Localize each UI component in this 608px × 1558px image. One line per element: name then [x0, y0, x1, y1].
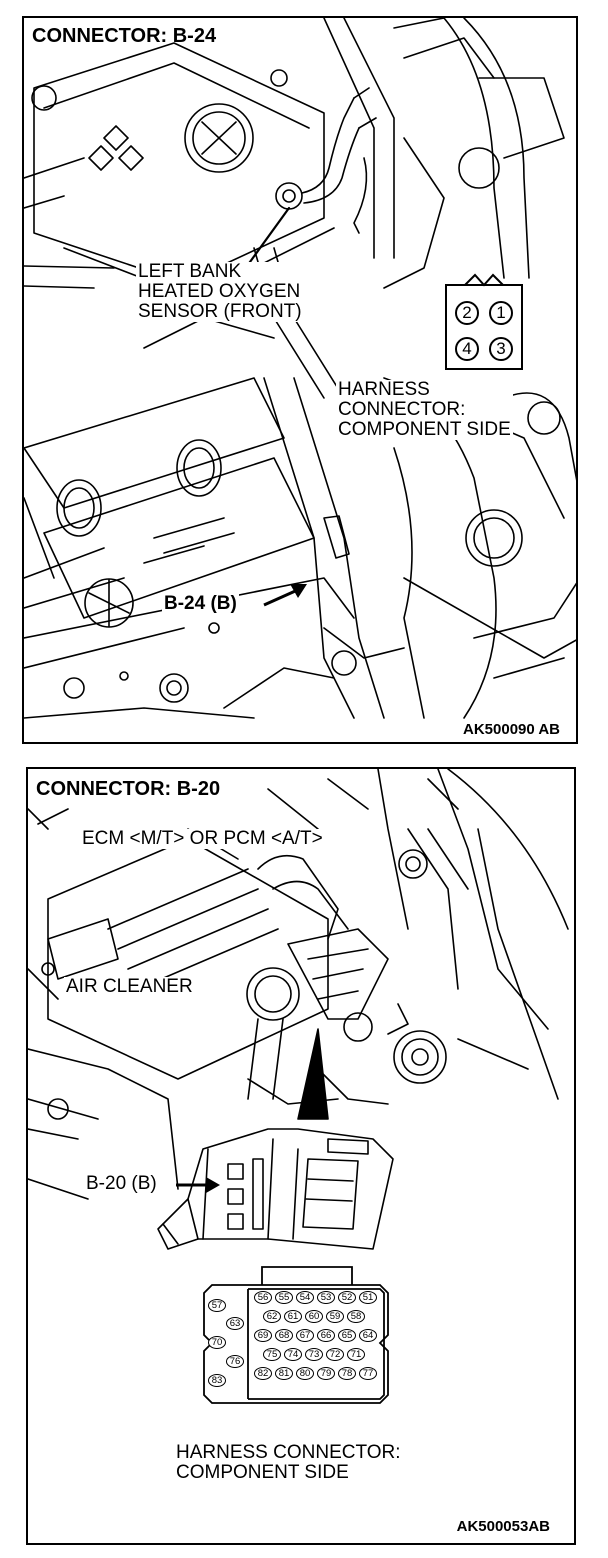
b20-pin-78: 78 [338, 1367, 356, 1380]
b20-pin-61: 61 [284, 1310, 302, 1323]
sensor-label: LEFT BANK HEATED OXYGEN SENSOR (FRONT) [136, 262, 304, 322]
harness-label-line2: CONNECTOR: [338, 398, 466, 420]
b20-pin-82: 82 [254, 1367, 272, 1380]
b20-pin-57: 57 [208, 1299, 226, 1312]
b24-pin-2: 2 [455, 301, 479, 325]
sensor-label-line2: HEATED OXYGEN [138, 280, 301, 302]
b20-pin-74: 74 [284, 1348, 302, 1361]
b20-pin-81: 81 [275, 1367, 293, 1380]
harness-label-line1: HARNESS CONNECTOR: [176, 1442, 401, 1463]
b20-pin-58: 58 [347, 1310, 365, 1323]
b20-pin-66: 66 [317, 1329, 335, 1342]
b24-pin-3: 3 [489, 337, 513, 361]
b20-callout-label: B-20 (B) [84, 1173, 159, 1194]
b24-callout-arrow-icon [24, 584, 307, 744]
panel-title-b24: CONNECTOR: B-24 [32, 25, 217, 47]
b20-pin-53: 53 [317, 1291, 335, 1304]
b20-pin-54: 54 [296, 1291, 314, 1304]
b20-pin-71: 71 [347, 1348, 365, 1361]
b24-connector-face: 2 1 4 3 [445, 273, 523, 371]
b20-connector-outline [203, 1266, 389, 1404]
b20-pin-60: 60 [305, 1310, 323, 1323]
b24-callout-label: B-24 (B) [162, 593, 239, 614]
b20-pin-59: 59 [326, 1310, 344, 1323]
b20-pin-83: 83 [208, 1374, 226, 1387]
connector-b24-panel: CONNECTOR: B-24 LEFT BANK HEATED OXYGEN … [22, 16, 578, 744]
harness-label-line2: COMPONENT SIDE [176, 1461, 349, 1483]
sensor-label-line1: LEFT BANK [138, 261, 242, 282]
b20-pin-63: 63 [226, 1317, 244, 1330]
b20-pin-76: 76 [226, 1355, 244, 1368]
harness-label-line3: COMPONENT SIDE [338, 418, 511, 440]
b20-pin-75: 75 [263, 1348, 281, 1361]
b20-pin-77: 77 [359, 1367, 377, 1380]
ecm-pcm-label: ECM <M/T> OR PCM <A/T> [80, 828, 325, 849]
air-cleaner-label: AIR CLEANER [64, 976, 195, 997]
b24-pin-1: 1 [489, 301, 513, 325]
b20-pin-62: 62 [263, 1310, 281, 1323]
b20-pin-80: 80 [296, 1367, 314, 1380]
b20-pin-64: 64 [359, 1329, 377, 1342]
harness-connector-label-b20: HARNESS CONNECTOR: COMPONENT SIDE [176, 1443, 401, 1483]
b24-pin-4: 4 [455, 337, 479, 361]
b20-pin-52: 52 [338, 1291, 356, 1304]
panel-title-b20: CONNECTOR: B-20 [36, 778, 221, 800]
b20-pin-67: 67 [296, 1329, 314, 1342]
sensor-label-line3: SENSOR (FRONT) [138, 300, 302, 322]
connector-b20-panel: CONNECTOR: B-20 ECM <M/T> OR PCM <A/T> A… [26, 767, 576, 1545]
harness-connector-label-b24: HARNESS CONNECTOR: COMPONENT SIDE [336, 380, 513, 440]
b20-pin-51: 51 [359, 1291, 377, 1304]
b20-pin-69: 69 [254, 1329, 272, 1342]
b24-connector-outline [445, 273, 523, 370]
figure-code-b20: AK500053AB [456, 1518, 550, 1536]
b20-callout-arrow-icon [28, 1177, 220, 1193]
b20-pin-72: 72 [326, 1348, 344, 1361]
figure-code-b24: AK500090 AB [461, 721, 562, 739]
b20-pin-70: 70 [208, 1336, 226, 1349]
b20-pin-73: 73 [305, 1348, 323, 1361]
harness-label-line1: HARNESS [338, 379, 430, 400]
b20-pin-56: 56 [254, 1291, 272, 1304]
b20-pin-68: 68 [275, 1329, 293, 1342]
b20-pin-55: 55 [275, 1291, 293, 1304]
b20-pin-79: 79 [317, 1367, 335, 1380]
b20-pin-65: 65 [338, 1329, 356, 1342]
